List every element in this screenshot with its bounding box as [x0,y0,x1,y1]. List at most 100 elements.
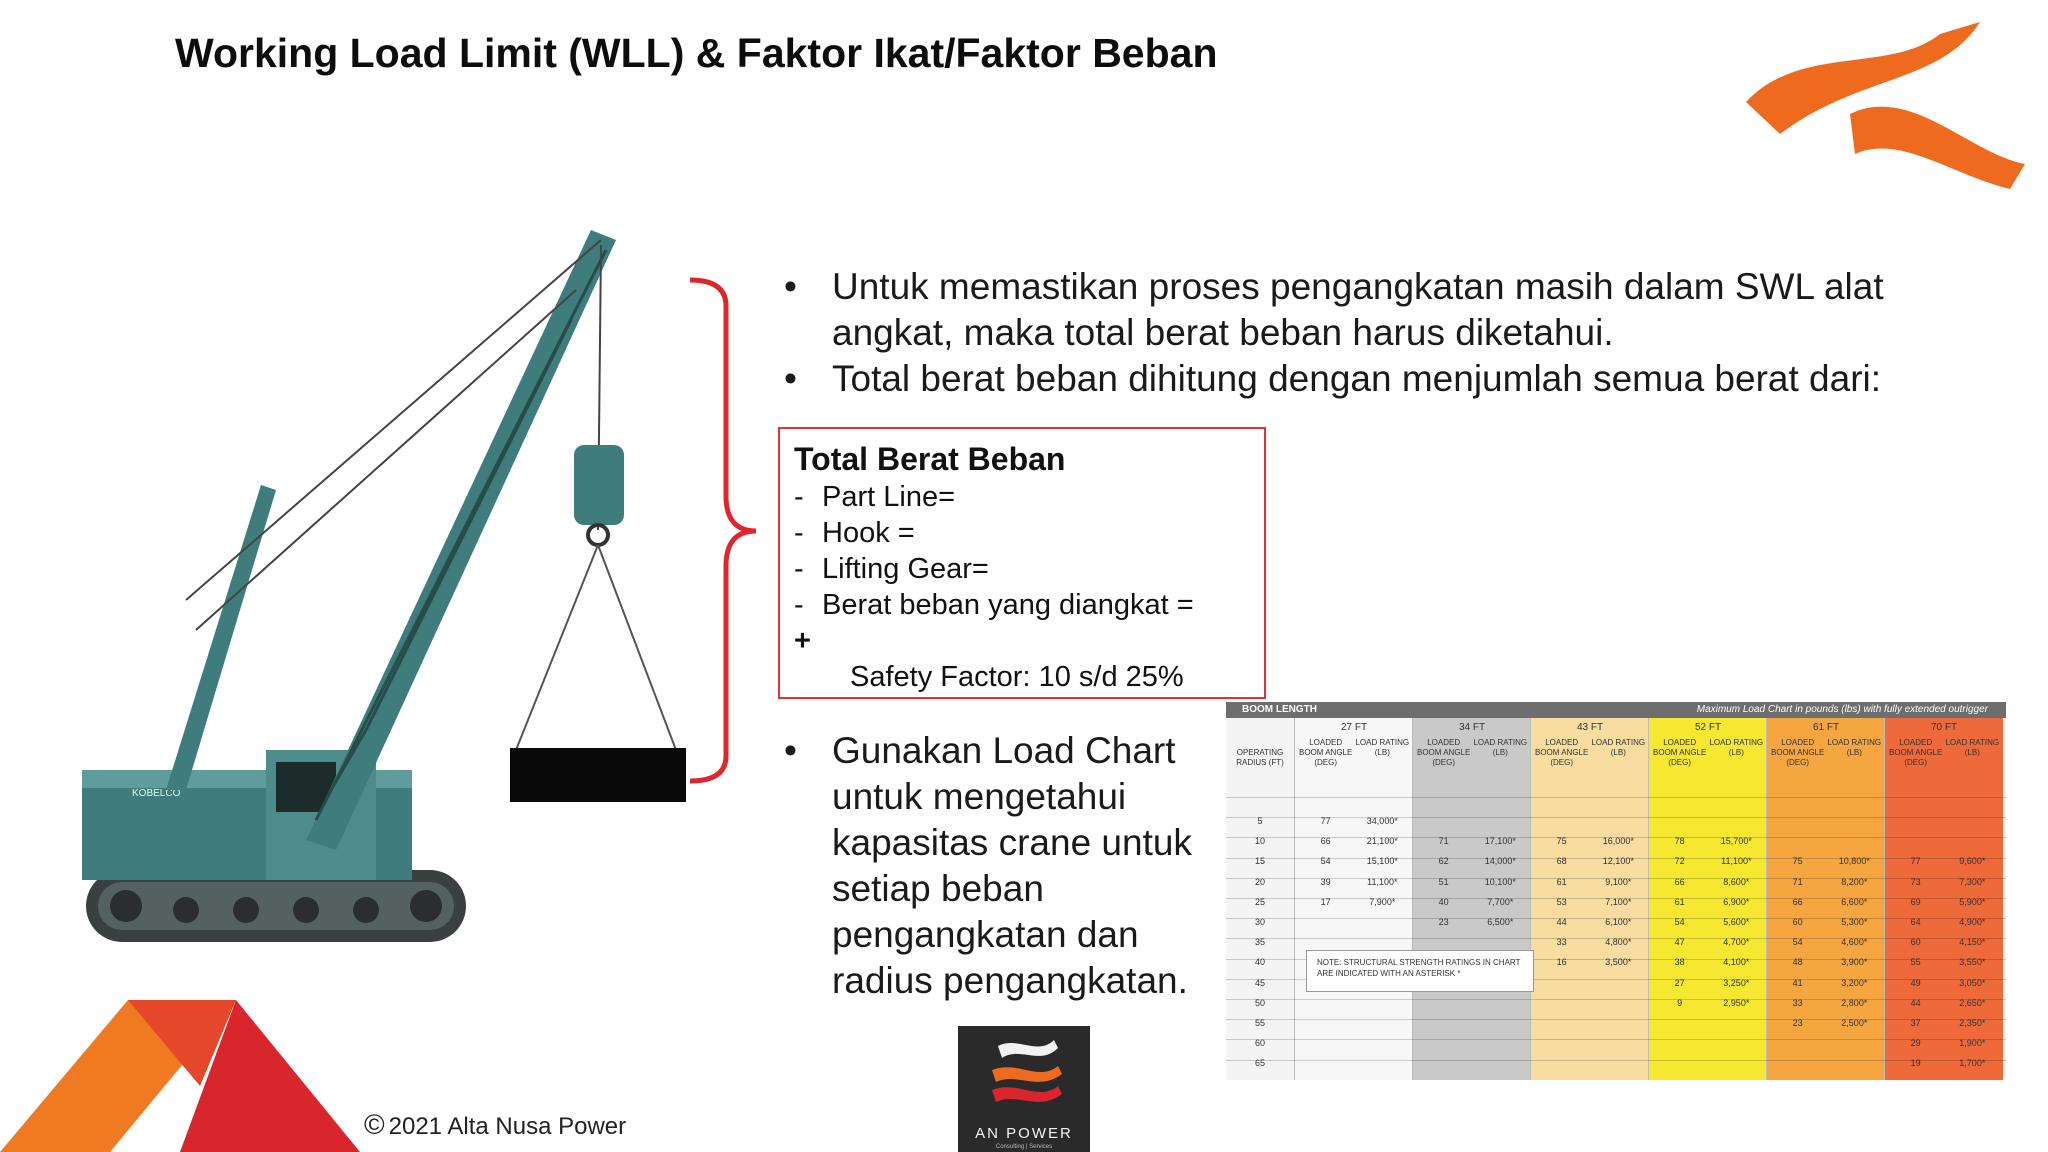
bullet-text: Total berat beban dihitung dengan menjum… [832,358,1882,399]
boom-length-label: 27 FT [1340,722,1368,733]
total-load-box: Total Berat Beban -Part Line= -Hook = -L… [778,427,1266,699]
angle-cell: 54 [1320,856,1331,867]
rating-cell: 17,100* [1484,836,1516,847]
rating-cell: 2,950* [1723,997,1750,1008]
boom-length-label: 43 FT [1576,722,1604,733]
rating-cell: 1,700* [1959,1058,1986,1069]
angle-cell: 33 [1556,937,1567,948]
angle-cell: 47 [1674,937,1685,948]
rating-cell: 2,500* [1841,1018,1868,1028]
angle-cell: 61 [1556,876,1567,887]
safety-factor: Safety Factor: 10 s/d 25% [850,661,1184,693]
angle-cell: 60 [1910,937,1921,948]
rating-cell: 4,600* [1841,937,1868,948]
angle-header: LOADED BOOM ANGLE (DEG) [1652,738,1707,767]
bullet-list-2: •Gunakan Load Chart untuk mengetahui kap… [780,728,1240,1004]
radius-cell: 35 [1254,937,1265,948]
angle-cell: 54 [1674,917,1685,927]
rating-cell: 4,150* [1959,937,1986,948]
rating-cell: 15,700* [1720,836,1752,847]
angle-cell: 71 [1792,876,1803,887]
angle-cell: 27 [1674,977,1685,988]
row-line [1226,877,2006,879]
angle-cell: 19 [1910,1058,1921,1069]
rating-cell: 9,100* [1605,876,1632,887]
logo-text: AN POWER [975,1125,1073,1142]
rating-cell: 7,300* [1959,876,1986,887]
rating-cell: 6,900* [1723,896,1750,907]
angle-cell: 64 [1910,917,1921,927]
crane-illustration: KOBELCO [82,230,686,942]
radius-cell: 60 [1254,1038,1265,1049]
rating-cell: 1,900* [1959,1038,1986,1049]
angle-header: LOADED BOOM ANGLE (DEG) [1534,738,1589,767]
angle-cell: 72 [1674,856,1685,867]
radius-cell: 20 [1254,876,1265,887]
rating-cell: 21,100* [1366,836,1398,847]
rating-cell: 2,650* [1959,997,1986,1008]
load-chart: BOOM LENGTH Maximum Load Chart in pounds… [1226,702,2006,1080]
angle-cell: 61 [1674,896,1685,907]
load-chart-header: BOOM LENGTH Maximum Load Chart in pounds… [1226,702,2006,718]
angle-header: LOADED BOOM ANGLE (DEG) [1888,738,1943,767]
box-item: -Berat beban yang diangkat = [794,589,1194,621]
slide-title: Working Load Limit (WLL) & Faktor Ikat/F… [175,30,1218,76]
radius-cell: 50 [1254,997,1265,1008]
row-line [1226,1039,2006,1041]
row-line [1226,837,2006,839]
rating-cell: 11,100* [1367,876,1398,887]
rating-cell: 16,000* [1602,836,1634,847]
rating-cell: 2,350* [1959,1018,1986,1028]
rating-cell: 8,600* [1723,876,1750,887]
rating-cell: 11,100* [1721,856,1752,867]
angle-header: LOADED BOOM ANGLE (DEG) [1298,738,1353,767]
angle-cell: 23 [1438,917,1449,927]
angle-cell: 48 [1792,957,1803,968]
rating-cell: 10,800* [1838,856,1870,867]
angle-header: LOADED BOOM ANGLE (DEG) [1770,738,1825,767]
row-line [1226,978,2006,980]
angle-cell: 60 [1792,917,1803,927]
rating-cell: 3,250* [1723,977,1750,988]
svg-text:KOBELCO: KOBELCO [132,788,181,799]
bullet-item: •Total berat beban dihitung dengan menju… [784,358,1882,399]
rating-cell: 3,550* [1959,957,1986,968]
rating-cell: 12,100* [1602,856,1634,867]
radius-cell: 15 [1254,856,1265,867]
rating-cell: 15,100* [1366,856,1398,867]
rating-cell: 3,500* [1605,957,1632,968]
angle-cell: 53 [1556,896,1567,907]
radius-cell: 45 [1254,977,1265,988]
angle-cell: 78 [1674,836,1685,847]
boom-length-label: 34 FT [1458,722,1486,733]
an-power-logo-icon [992,1040,1062,1102]
chart-note: NOTE: STRUCTURAL STRENGTH RATINGS IN CHA… [1306,950,1534,992]
angle-cell: 66 [1320,836,1331,847]
radius-cell: 40 [1254,957,1265,968]
angle-cell: 39 [1320,876,1331,887]
boom-length-column: 27 FT LOADED BOOM ANGLE (DEG)LOAD RATING … [1294,718,1413,1080]
rating-cell: 6,600* [1841,896,1868,907]
rating-cell: 3,900* [1841,957,1868,968]
rating-cell: 34,000* [1366,816,1398,826]
row-line [1226,958,2006,960]
rating-header: LOAD RATING (LB) [1355,738,1410,757]
angle-cell: 9 [1677,997,1683,1008]
rating-cell: 8,200* [1841,876,1868,887]
rating-cell: 3,050* [1959,977,1986,988]
row-line [1226,817,2006,819]
angle-header: LOADED BOOM ANGLE (DEG) [1416,738,1471,767]
boom-length-label: 70 FT [1930,722,1958,733]
box-item: -Part Line= [794,481,956,513]
corner-decoration-icon [0,1000,360,1152]
box-item: -Lifting Gear= [794,553,989,585]
radius-cell: 5 [1257,816,1263,826]
rating-cell: 3,200* [1841,977,1868,988]
angle-cell: 77 [1320,816,1331,826]
rating-cell: 6,100* [1605,917,1632,927]
angle-cell: 23 [1792,1018,1803,1028]
rating-cell: 9,600* [1959,856,1986,867]
angle-cell: 69 [1910,896,1921,907]
